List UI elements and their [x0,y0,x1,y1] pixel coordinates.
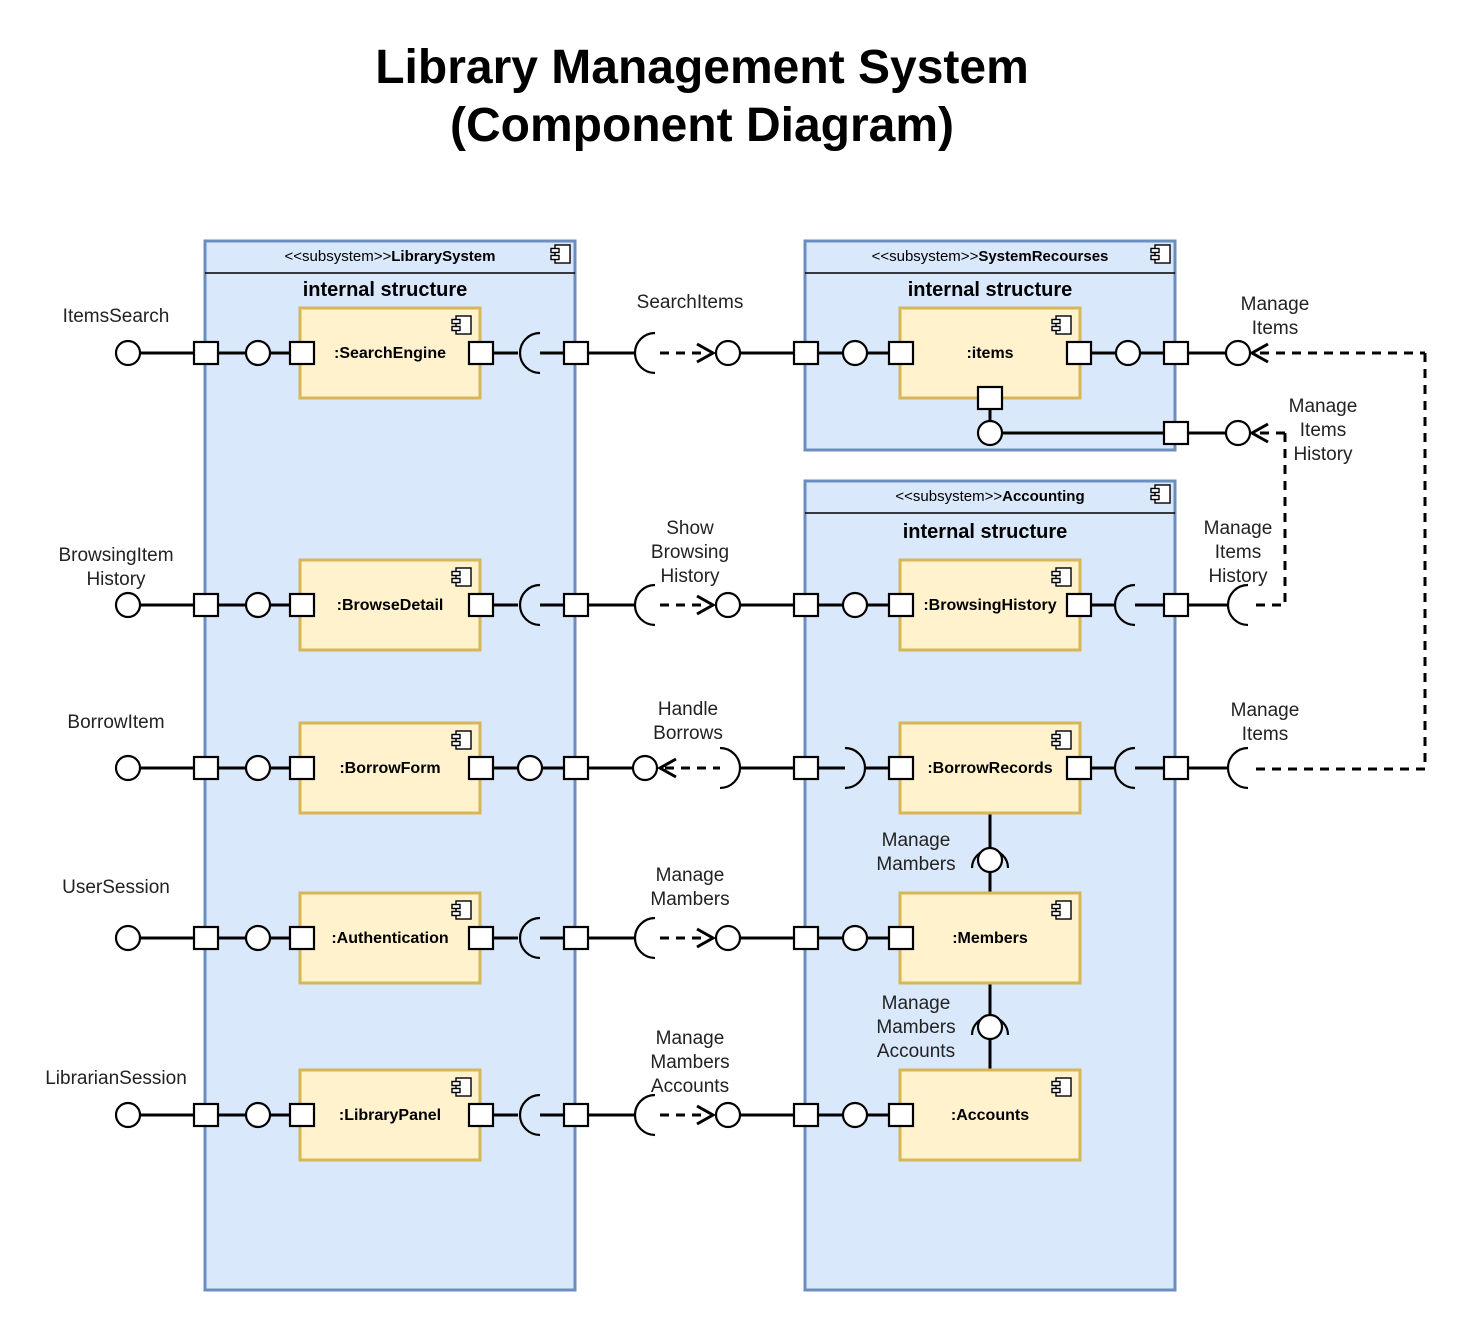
browse-detail-label: :BrowseDetail [337,597,444,614]
diagram-title-line2: (Component Diagram) [450,99,954,152]
component-items[interactable]: :items [898,306,1082,400]
label-internal-manage-mambers-accounts-2: Mambers [876,1017,955,1038]
label-browsing-item-history-2: History [86,569,146,590]
label-borrow-item: BorrowItem [67,712,164,733]
component-icon [451,1077,472,1097]
browsing-history-label: :BrowsingHistory [923,597,1056,614]
label-manage-items-history-top-3: History [1293,444,1353,465]
component-icon [1051,900,1072,920]
authentication-label: :Authentication [331,930,448,947]
label-internal-manage-mambers-accounts-3: Accounts [877,1041,955,1062]
label-manage-items-bottom-2: Items [1242,724,1288,745]
component-icon [1150,244,1171,264]
library-system-internal-structure: internal structure [303,279,467,301]
label-manage-items-top-1: Manage [1241,294,1310,315]
component-borrow-form[interactable]: :BorrowForm [298,721,482,815]
component-icon [451,730,472,750]
label-user-session: UserSession [62,877,170,898]
label-handle-borrows-1: Handle [658,699,718,720]
label-handle-borrows-2: Borrows [653,723,723,744]
component-icon [451,900,472,920]
system-resources-internal-structure: internal structure [908,279,1072,301]
library-panel-label: :LibraryPanel [339,1107,441,1124]
right-labels: Manage Items Manage Items History Manage… [1204,294,1358,745]
label-manage-items-history-mid-3: History [1208,566,1268,587]
connector-labels: SearchItems Show Browsing History Handle… [637,292,744,1097]
component-accounts[interactable]: :Accounts [898,1068,1082,1162]
internal-interface-labels: Manage Mambers Manage Mambers Accounts [876,830,955,1062]
label-manage-mambers-2: Mambers [650,889,729,910]
accounting-internal-structure: internal structure [903,521,1067,543]
dashed-dependencies [656,342,1427,1126]
component-members[interactable]: :Members [898,891,1082,985]
component-icon [451,567,472,587]
system-resources-header: <<subsystem>>SystemRecourses [872,248,1109,265]
component-borrow-records[interactable]: :BorrowRecords [898,721,1082,815]
members-label: :Members [952,930,1028,947]
label-manage-items-bottom-1: Manage [1231,700,1300,721]
component-icon [1150,484,1171,504]
component-search-engine[interactable]: :SearchEngine [298,306,482,400]
provided-interfaces [114,339,1252,1129]
label-manage-mambers-accounts-3: Accounts [651,1076,729,1097]
component-authentication[interactable]: :Authentication [298,891,482,985]
library-system-header: <<subsystem>>LibrarySystem [285,248,496,265]
external-port-labels: ItemsSearch BrowsingItem History BorrowI… [45,306,187,1089]
label-librarian-session: LibrarianSession [45,1068,187,1089]
component-icon [451,315,472,335]
label-show-browsing-history-1: Show [666,518,714,539]
component-browse-detail[interactable]: :BrowseDetail [298,558,482,652]
ports [192,340,1190,1128]
label-browsing-item-history-1: BrowsingItem [58,545,173,566]
component-icon [1051,730,1072,750]
component-icon [1051,315,1072,335]
component-browsing-history[interactable]: :BrowsingHistory [898,558,1082,652]
component-library-panel[interactable]: :LibraryPanel [298,1068,482,1162]
label-manage-mambers-accounts-1: Manage [656,1028,725,1049]
label-internal-manage-mambers-1: Manage [882,830,951,851]
label-show-browsing-history-3: History [660,566,720,587]
search-engine-label: :SearchEngine [334,345,446,362]
label-manage-mambers-accounts-2: Mambers [650,1052,729,1073]
component-icon [550,244,571,264]
label-manage-items-history-mid-2: Items [1215,542,1261,563]
label-manage-items-history-top-1: Manage [1289,396,1358,417]
borrow-records-label: :BorrowRecords [927,760,1052,777]
accounts-label: :Accounts [951,1107,1029,1124]
diagram-title-line1: Library Management System [375,41,1029,94]
label-manage-mambers-1: Manage [656,865,725,886]
label-manage-items-history-mid-1: Manage [1204,518,1273,539]
label-manage-items-history-top-2: Items [1300,420,1346,441]
ball-items-search [114,339,142,367]
label-items-search: ItemsSearch [63,306,170,327]
borrow-form-label: :BorrowForm [339,760,440,777]
label-manage-items-top-2: Items [1252,318,1298,339]
label-internal-manage-mambers-accounts-1: Manage [882,993,951,1014]
component-icon [1051,1077,1072,1097]
label-internal-manage-mambers-2: Mambers [876,854,955,875]
items-label: :items [966,345,1013,362]
label-show-browsing-history-2: Browsing [651,542,729,563]
label-search-items: SearchItems [637,292,744,313]
accounting-header: <<subsystem>>Accounting [895,488,1084,505]
component-icon [1051,567,1072,587]
